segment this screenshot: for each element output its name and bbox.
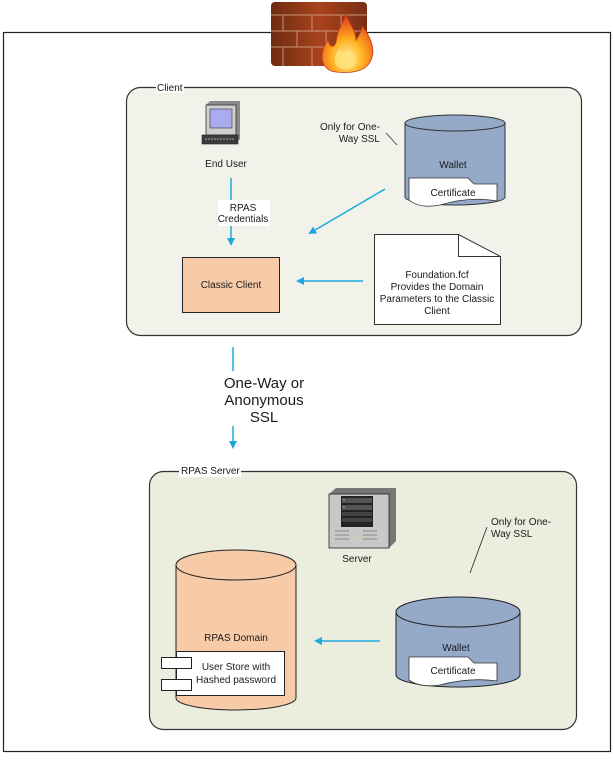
client-wallet-note-connector [385,132,398,146]
end-user-label: End User [205,159,247,170]
server-wallet-label: Wallet [442,643,470,654]
computer-icon [201,101,240,145]
credentials-label-line2: Credentials [218,214,269,225]
client-wallet-cylinder [404,114,506,207]
foundation-line2: Provides the Domain [391,282,484,293]
credentials-label-line1: RPAS [230,203,257,214]
client-wallet-note-line2: Way SSL [339,134,381,145]
server-icon [328,488,396,549]
client-wallet-note-line1: Only for One- [320,122,380,133]
server-certificate-label: Certificate [430,666,475,677]
server-wallet-note-line1: Only for One- [491,517,551,528]
server-wallet-note-connector [469,526,488,574]
foundation-line1: Foundation.fcf [405,270,469,281]
client-certificate-label: Certificate [430,188,475,199]
ssl-connection-line1: One-Way or [224,375,304,392]
client-zone-label: Client [157,83,183,94]
ssl-connection-line2: Anonymous [224,392,303,409]
server-wallet-cylinder [395,596,521,688]
classic-client-box [182,257,280,313]
user-store-component-icon [161,651,285,696]
foundation-line4: Client [424,306,450,317]
server-wallet-note-line2: Way SSL [491,529,533,540]
user-store-line2: Hashed password [196,675,276,686]
rpas-domain-label: RPAS Domain [204,633,268,644]
firewall-icon [271,2,374,73]
client-wallet-label: Wallet [439,160,467,171]
classic-client-label: Classic Client [201,280,262,291]
foundation-line3: Parameters to the Classic [380,294,495,305]
server-zone-label: RPAS Server [181,466,240,477]
ssl-connection-line3: SSL [250,409,278,426]
wallet-to-client-arrow [308,188,386,235]
user-store-line1: User Store with [202,662,270,673]
server-label: Server [342,554,372,565]
